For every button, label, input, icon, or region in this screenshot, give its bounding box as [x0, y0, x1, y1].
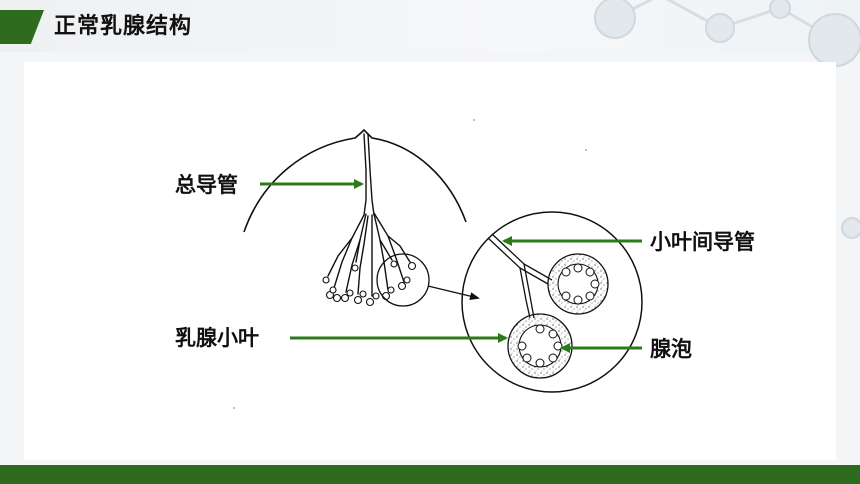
- lobule-magnify-circle: [376, 253, 430, 307]
- interlobular-duct: [487, 233, 553, 319]
- ductal-tree: [327, 133, 411, 297]
- label-acinus: 腺泡: [650, 337, 692, 361]
- diagram-card: [24, 62, 836, 460]
- bottom-bar: [0, 465, 860, 484]
- label-interlobular-duct: 小叶间导管: [650, 230, 755, 254]
- breast-outline: [243, 128, 467, 233]
- acinus-upper: [547, 253, 609, 315]
- magnify-arrow: [427, 285, 480, 301]
- lobule-clusters: [322, 260, 417, 307]
- label-main-duct: 总导管: [175, 173, 238, 197]
- acinus-lower: [507, 313, 573, 379]
- page-title: 正常乳腺结构: [54, 14, 193, 39]
- magnified-view-circle: [461, 211, 643, 393]
- label-lobule: 乳腺小叶: [175, 326, 259, 350]
